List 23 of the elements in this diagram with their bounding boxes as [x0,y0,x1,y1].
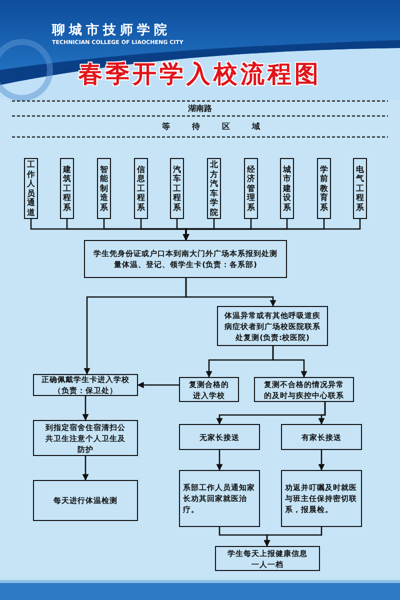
arrow [272,346,308,378]
department-box: 建筑工程系 [60,158,74,219]
department-box: 学前教育系 [317,158,331,219]
department-box: 经济管理系 [244,158,258,219]
arrow [137,382,179,388]
arrow [318,450,325,471]
department-box: 信息工程系 [134,158,148,219]
department-box: 智能制造系 [97,158,111,219]
arrow [216,450,223,471]
area-name: 等待区域 [161,121,260,133]
school-name: 聊城市技师学院 [52,23,171,38]
arrow [264,527,322,547]
road-name: 湖南路 [187,103,213,114]
department-box: 城市建设系 [280,158,294,219]
department-box: 汽车工程系 [170,158,184,219]
department-box: 电气工程系 [353,158,367,219]
arrow [182,219,361,241]
arrow [82,456,89,481]
arrow [82,396,89,421]
department-box: 北方汽车学院 [207,158,221,219]
arrow [318,402,326,425]
arrow [185,278,276,307]
department-box: 工作人员通道 [24,158,38,219]
